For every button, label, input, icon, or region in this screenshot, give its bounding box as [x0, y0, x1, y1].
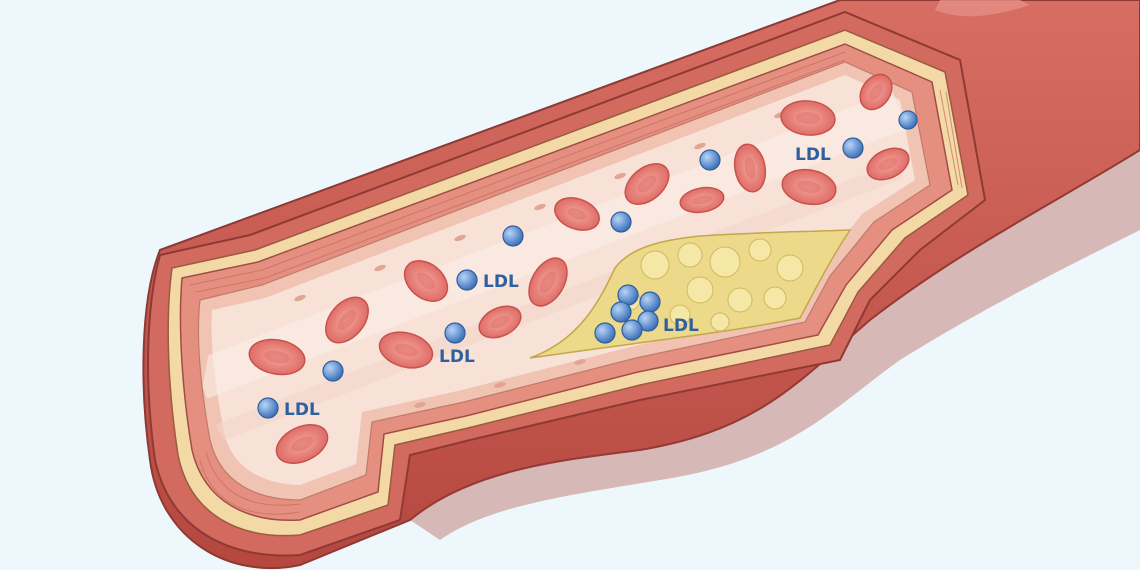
ldl-particle: [842, 137, 864, 159]
ldl-particle: [637, 310, 659, 332]
ldl-particle: [898, 110, 918, 130]
ldl-particle: [502, 225, 524, 247]
lumen-flow-bands: [200, 91, 908, 449]
ldl-particle: [610, 211, 632, 233]
red-blood-cell: [866, 147, 910, 181]
ldl-label: LDL: [284, 400, 320, 420]
ldl-particle: [594, 322, 616, 344]
ldl-particle: [322, 360, 344, 382]
ldl-label: LDL: [663, 316, 699, 336]
red-blood-cell: [781, 168, 837, 206]
endothelial-cells: [294, 111, 786, 408]
red-blood-cell: [528, 257, 568, 307]
ldl-particle: [257, 397, 279, 419]
red-blood-cells: [248, 73, 910, 464]
red-blood-cell: [275, 424, 329, 464]
ldl-particle: [610, 301, 632, 323]
ldl-particle: [444, 322, 466, 344]
muscle-striations: [189, 51, 963, 515]
red-blood-cell: [403, 260, 449, 302]
vessel-highlight: [935, 0, 1030, 17]
red-blood-cell: [248, 338, 306, 376]
ldl-particle: [456, 269, 478, 291]
red-blood-cell: [733, 143, 767, 193]
red-blood-cell: [378, 331, 434, 369]
ldl-label: LDL: [483, 272, 519, 292]
vessel-shadow-band: [410, 150, 1140, 540]
ldl-label: LDL: [439, 347, 475, 367]
red-blood-cell: [679, 186, 725, 214]
ldl-particles: [257, 110, 918, 419]
red-blood-cell: [325, 296, 369, 344]
plaque-texture: [619, 238, 804, 332]
red-blood-cell: [859, 73, 893, 111]
ldl-particle: [639, 291, 661, 313]
ldl-particle: [621, 319, 643, 341]
red-blood-cell: [624, 163, 670, 205]
red-blood-cell: [554, 197, 600, 231]
red-blood-cell: [478, 305, 522, 339]
ldl-particle: [699, 149, 721, 171]
ldl-label: LDL: [795, 145, 831, 165]
red-blood-cell: [780, 100, 836, 136]
